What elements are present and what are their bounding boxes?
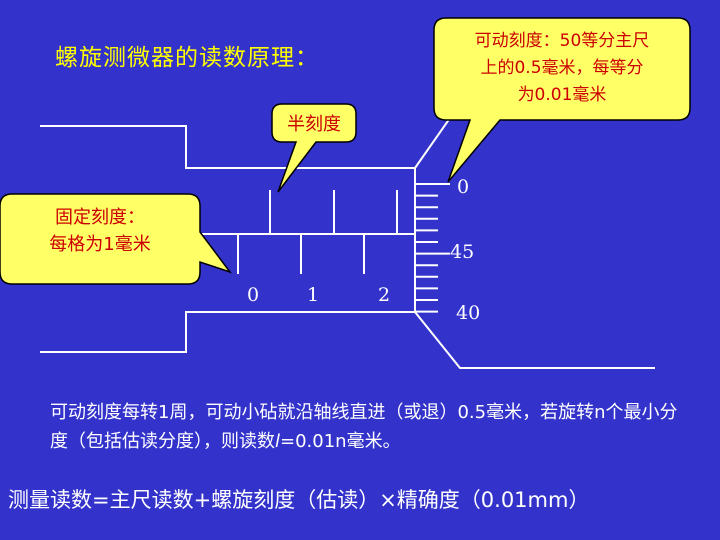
- callout-fixed-line-2: 每格为1毫米: [49, 234, 151, 255]
- main-scale-number-0: 0: [247, 284, 260, 306]
- description-part1: 可动刻度每转1周，可动小砧就沿轴线直进（或退）0.5毫米，若旋转n个最小分度（包…: [50, 402, 678, 452]
- description-variable: l: [275, 431, 281, 452]
- description-paragraph: 可动刻度每转1周，可动小砧就沿轴线直进（或退）0.5毫米，若旋转n个最小分度（包…: [50, 398, 690, 456]
- thimble-number-40: 40: [456, 302, 481, 324]
- callout-movable-scale: [433, 17, 691, 183]
- callout-fixed-scale: [0, 193, 233, 285]
- callout-movable-text: 可动刻度：50等分主尺 上的0.5毫米，每等分 为0.01毫米: [434, 28, 690, 109]
- callout-movable-line-3: 为0.01毫米: [517, 85, 607, 105]
- callout-half-scale: [271, 103, 357, 193]
- callout-fixed-text: 固定刻度： 每格为1毫米: [0, 204, 200, 258]
- thimble-number-45: 45: [450, 241, 475, 263]
- callout-fixed-line-1: 固定刻度：: [55, 207, 145, 228]
- thimble-scale-ticks: [415, 183, 450, 313]
- half-scale-ticks: [269, 190, 398, 234]
- callout-movable-line-1: 可动刻度：50等分主尺: [474, 31, 650, 51]
- main-scale-number-1: 1: [307, 284, 320, 306]
- thimble-number-0: 0: [457, 176, 470, 198]
- micrometer-frame: [40, 117, 655, 369]
- description-part2: =0.01n毫米。: [280, 431, 401, 452]
- callout-movable-line-2: 上的0.5毫米，每等分: [480, 58, 644, 78]
- callout-half-text: 半刻度: [287, 114, 341, 135]
- main-scale-ticks: [237, 234, 365, 274]
- reading-formula: 测量读数=主尺读数+螺旋刻度（估读）×精确度（0.01mm）: [8, 488, 590, 512]
- main-scale-number-2: 2: [378, 284, 391, 306]
- page-title: 螺旋测微器的读数原理：: [55, 45, 319, 71]
